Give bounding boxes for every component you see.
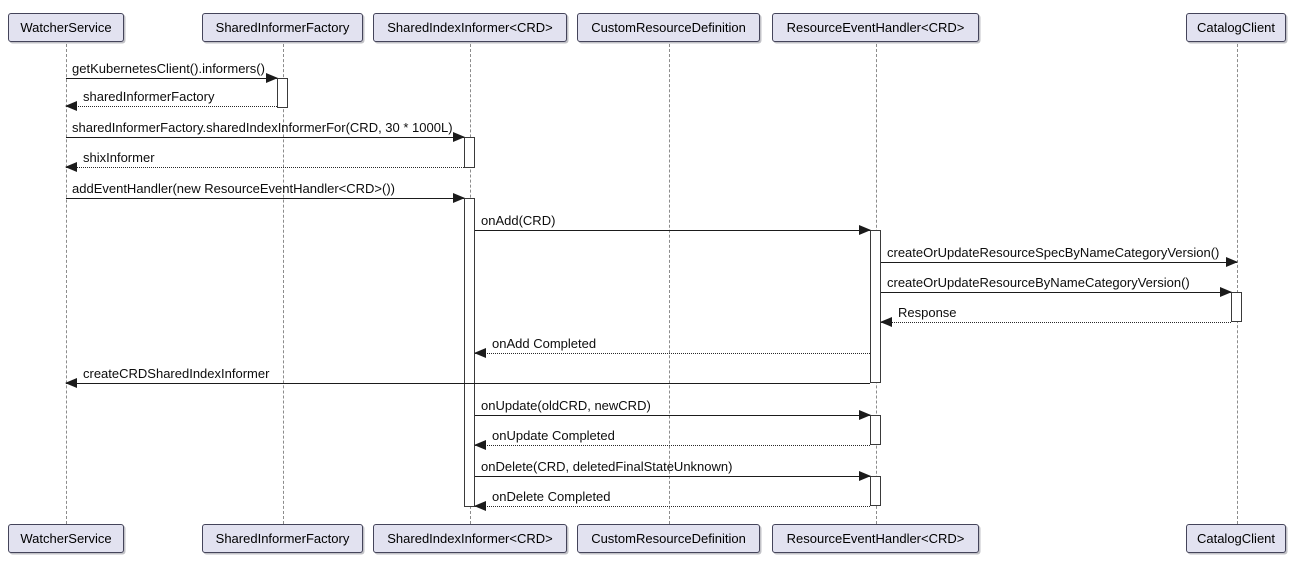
arrowhead-left-icon — [65, 100, 77, 111]
participant-bottom-sharedindexinformer: SharedIndexInformer<CRD> — [373, 524, 567, 553]
participant-top-watcherservice: WatcherService — [8, 13, 124, 42]
arrowhead-right-icon — [453, 131, 465, 142]
activation-resourceeventhandler-onadd — [870, 230, 881, 383]
participant-top-resourceeventhandler: ResourceEventHandler<CRD> — [772, 13, 979, 42]
arrowhead-right-icon — [266, 72, 278, 83]
message-onupdate: onUpdate(oldCRD, newCRD) — [475, 398, 871, 420]
participant-top-sharedindexinformer: SharedIndexInformer<CRD> — [373, 13, 567, 42]
arrowhead-right-icon — [859, 470, 871, 481]
participant-bottom-watcherservice: WatcherService — [8, 524, 124, 553]
arrowhead-right-icon — [1220, 286, 1232, 297]
lifeline-watcherservice — [65, 44, 67, 524]
participant-top-sharedinformerfactory: SharedInformerFactory — [202, 13, 363, 42]
message-label: onUpdate(oldCRD, newCRD) — [481, 398, 651, 413]
arrowhead-right-icon — [859, 409, 871, 420]
participant-bottom-customresourcedefinition: CustomResourceDefinition — [577, 524, 760, 553]
activation-sharedindexinformer-create — [464, 137, 475, 168]
activation-resourceeventhandler-ondelete — [870, 476, 881, 506]
arrowhead-right-icon — [453, 192, 465, 203]
message-label: onAdd(CRD) — [481, 213, 556, 228]
message-ondelete-completed-return: onDelete Completed — [474, 489, 870, 511]
message-label: createOrUpdateResourceSpecByNameCategory… — [887, 245, 1220, 260]
participant-bottom-resourceeventhandler: ResourceEventHandler<CRD> — [772, 524, 979, 553]
message-createorupdate-resource: createOrUpdateResourceByNameCategoryVers… — [881, 275, 1232, 297]
arrowhead-left-icon — [474, 439, 486, 450]
participant-bottom-catalogclient: CatalogClient — [1186, 524, 1286, 553]
message-addeventhandler: addEventHandler(new ResourceEventHandler… — [66, 181, 465, 203]
message-label: shixInformer — [83, 150, 155, 165]
lifeline-sharedinformerfactory — [282, 44, 284, 524]
message-onadd: onAdd(CRD) — [475, 213, 871, 235]
message-onadd-completed-return: onAdd Completed — [474, 336, 870, 358]
message-createorupdate-resourcespec: createOrUpdateResourceSpecByNameCategory… — [881, 245, 1238, 267]
message-label: getKubernetesClient().informers() — [72, 61, 265, 76]
message-label: createOrUpdateResourceByNameCategoryVers… — [887, 275, 1190, 290]
lifeline-catalogclient — [1236, 44, 1238, 524]
message-onupdate-completed-return: onUpdate Completed — [474, 428, 870, 450]
message-response-return: Response — [880, 305, 1231, 327]
message-ondelete: onDelete(CRD, deletedFinalStateUnknown) — [475, 459, 871, 481]
message-sharedinformerfactory-return: sharedInformerFactory — [65, 89, 277, 111]
activation-resourceeventhandler-onupdate — [870, 415, 881, 445]
arrowhead-right-icon — [859, 224, 871, 235]
message-shixinformer-return: shixInformer — [65, 150, 464, 172]
message-label: createCRDSharedIndexInformer — [83, 366, 270, 381]
message-label: sharedInformerFactory.sharedIndexInforme… — [72, 120, 453, 135]
message-getkubernetesclient: getKubernetesClient().informers() — [66, 61, 278, 83]
message-label: Response — [898, 305, 957, 320]
message-label: sharedInformerFactory — [83, 89, 215, 104]
activation-catalogclient — [1231, 292, 1242, 322]
message-label: onAdd Completed — [492, 336, 597, 351]
message-label: onDelete Completed — [492, 489, 611, 504]
message-label: onUpdate Completed — [492, 428, 615, 443]
arrowhead-left-icon — [474, 500, 486, 511]
arrowhead-left-icon — [880, 316, 892, 327]
participant-top-customresourcedefinition: CustomResourceDefinition — [577, 13, 760, 42]
message-sharedindexinformerfor: sharedInformerFactory.sharedIndexInforme… — [66, 120, 465, 142]
message-label: onDelete(CRD, deletedFinalStateUnknown) — [481, 459, 733, 474]
arrowhead-left-icon — [65, 377, 77, 388]
arrowhead-left-icon — [65, 161, 77, 172]
message-createcrdsharedindexinformer: createCRDSharedIndexInformer — [65, 366, 870, 388]
arrowhead-right-icon — [1226, 256, 1238, 267]
participant-top-catalogclient: CatalogClient — [1186, 13, 1286, 42]
participant-bottom-sharedinformerfactory: SharedInformerFactory — [202, 524, 363, 553]
lifeline-customresourcedefinition — [668, 44, 670, 524]
activation-sharedinformerfactory — [277, 78, 288, 108]
message-label: addEventHandler(new ResourceEventHandler… — [72, 181, 395, 196]
arrowhead-left-icon — [474, 347, 486, 358]
